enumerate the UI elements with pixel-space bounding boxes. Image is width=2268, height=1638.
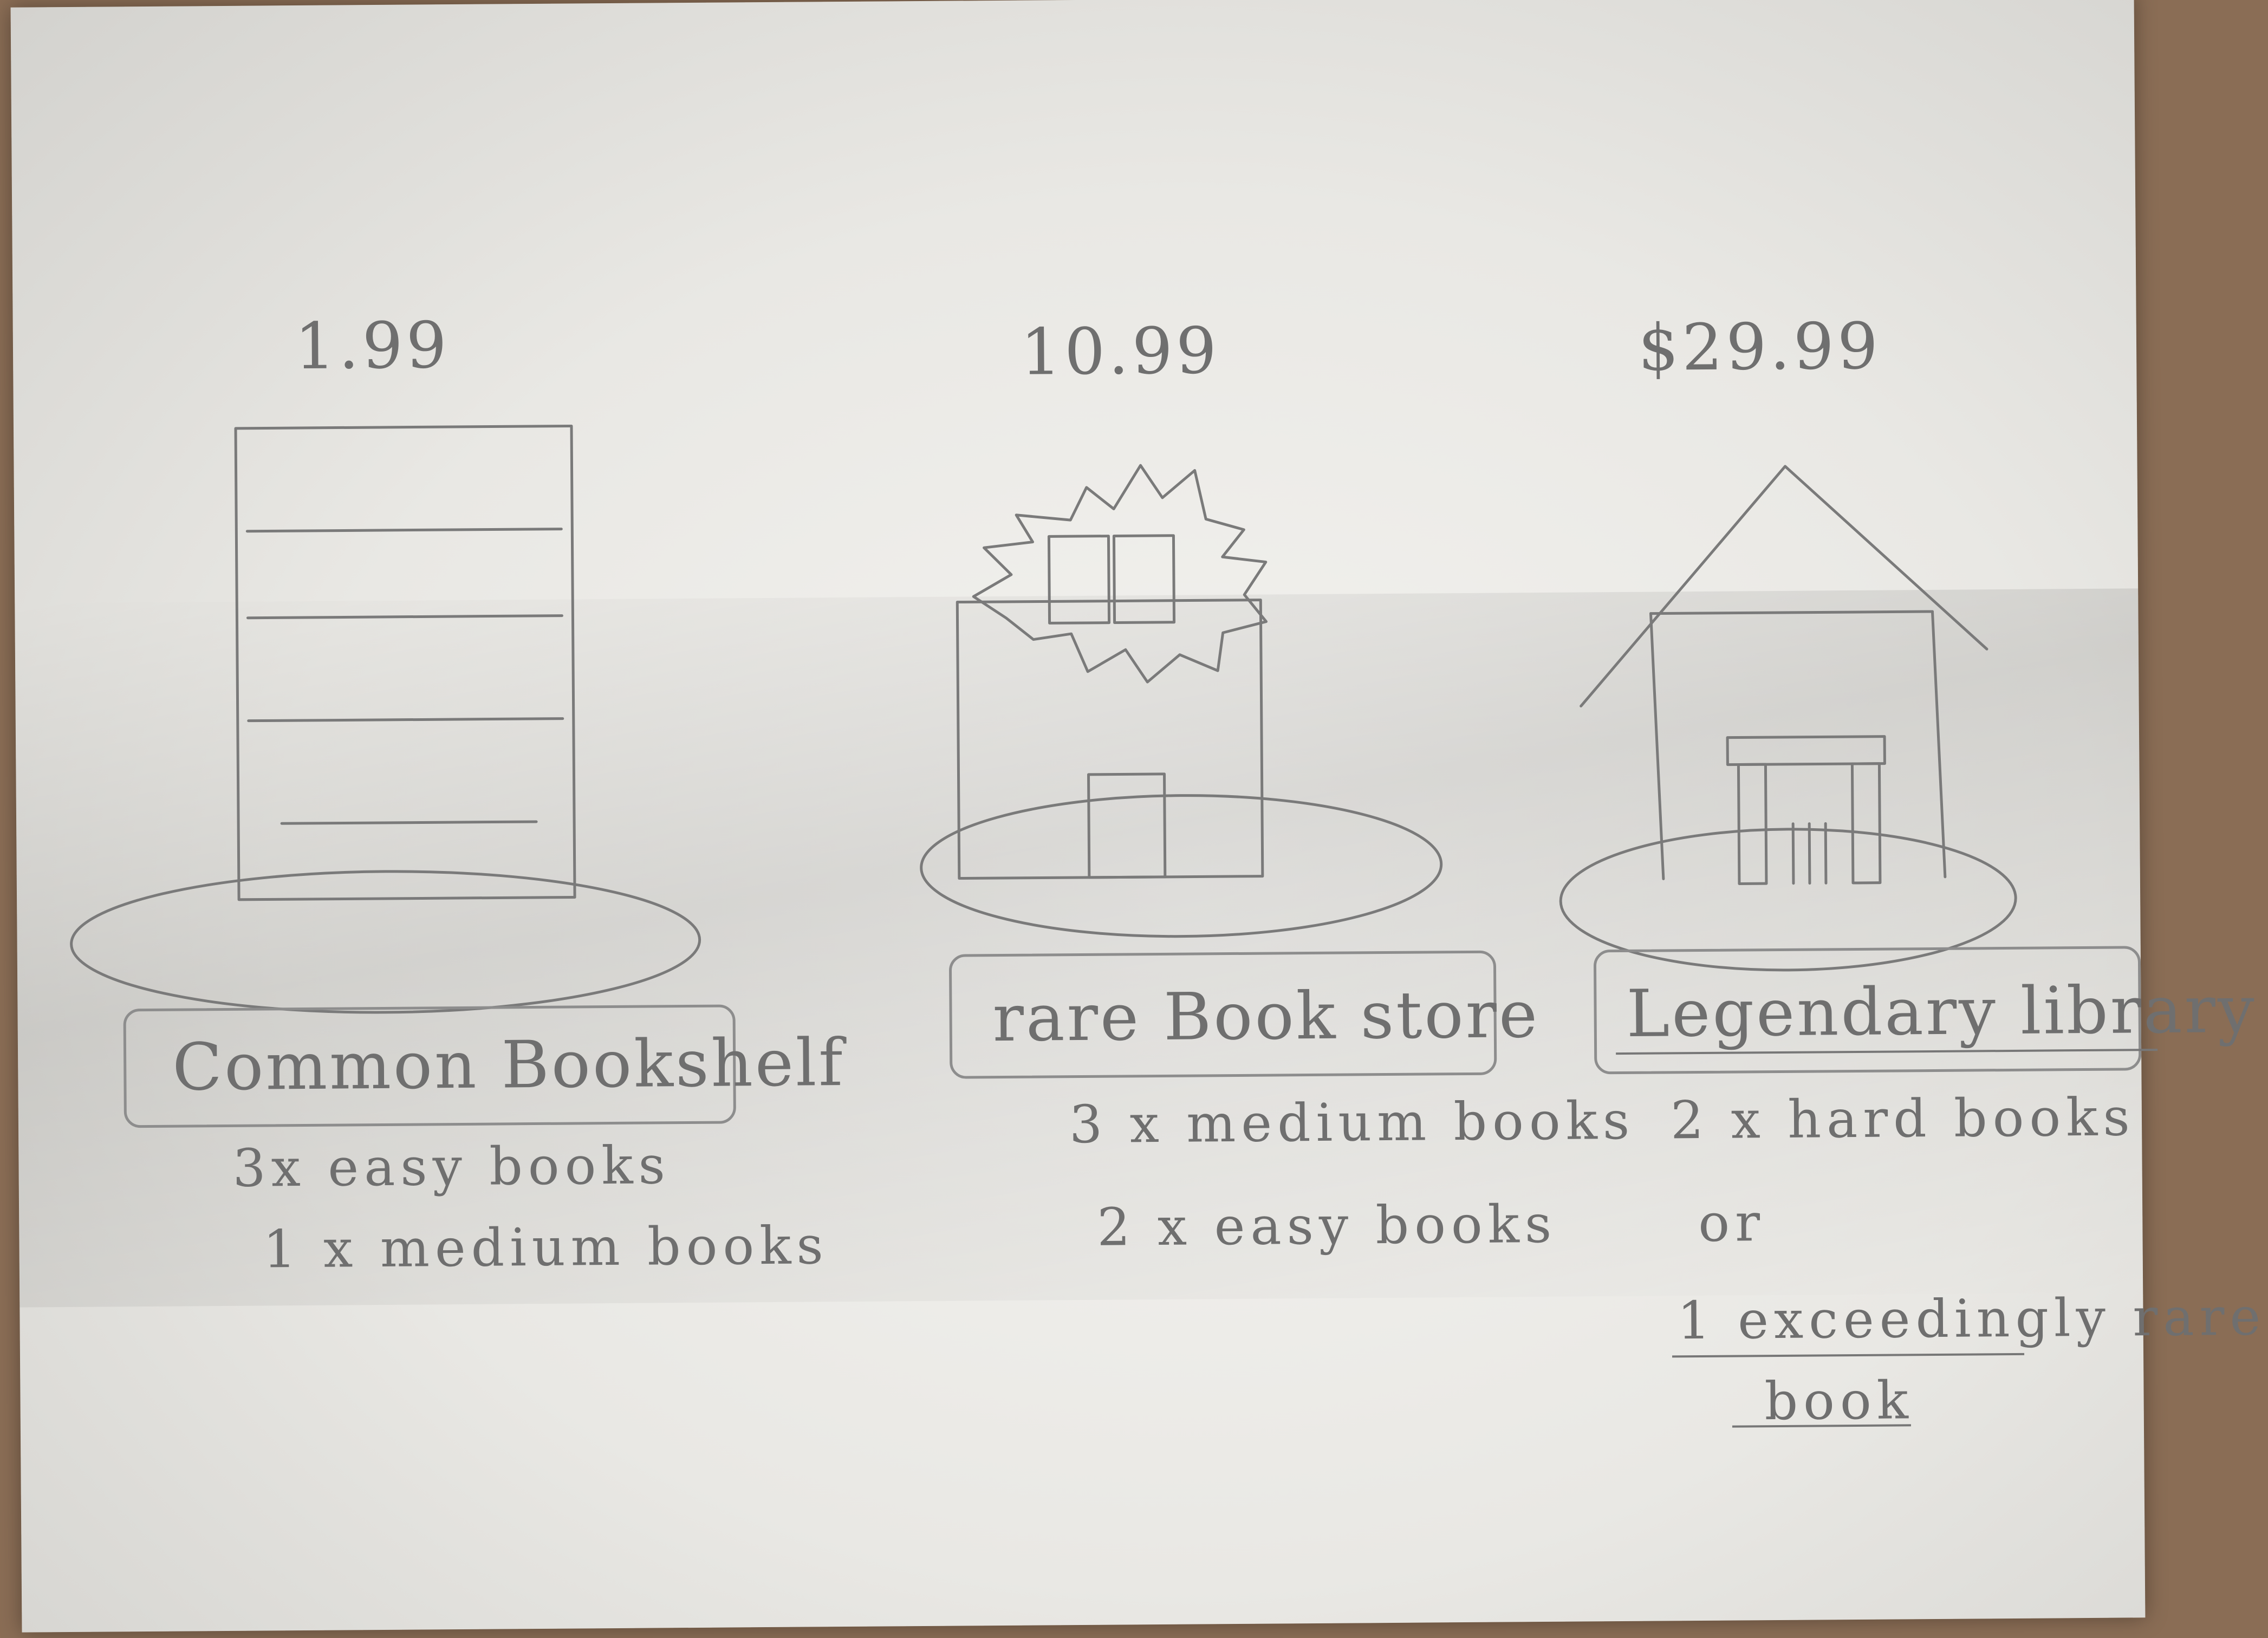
bookshelf-icon xyxy=(70,425,701,1014)
tier-price: 1.99 xyxy=(294,308,451,384)
item-underline xyxy=(1672,1353,2025,1358)
tier-common[interactable]: 1.99 Common Bookshelf 3x easy books 1 x … xyxy=(11,3,845,1633)
tier-rare[interactable]: 10.99 rare Book store 3 x medium books 2… xyxy=(715,0,1635,1628)
tier-item: or xyxy=(1698,1192,1766,1254)
tier-item: 3x easy books xyxy=(232,1135,671,1199)
tier-item: 2 x hard books xyxy=(1670,1087,2136,1151)
tier-price: $29.99 xyxy=(1637,308,1882,385)
book-store-icon xyxy=(920,464,1443,938)
tier-name: Legendary library xyxy=(1626,972,2257,1052)
tier-legendary[interactable]: $29.99 Legendary library 2 x hard books … xyxy=(1419,0,2266,1622)
library-icon xyxy=(1559,465,2017,972)
tier-price: 10.99 xyxy=(1020,313,1220,389)
tier-item: book xyxy=(1764,1370,1914,1432)
tier-item: 1 exceedingly rare xyxy=(1677,1286,2266,1351)
sketch-paper: 1.99 Common Bookshelf 3x easy books 1 x … xyxy=(10,0,2266,1633)
